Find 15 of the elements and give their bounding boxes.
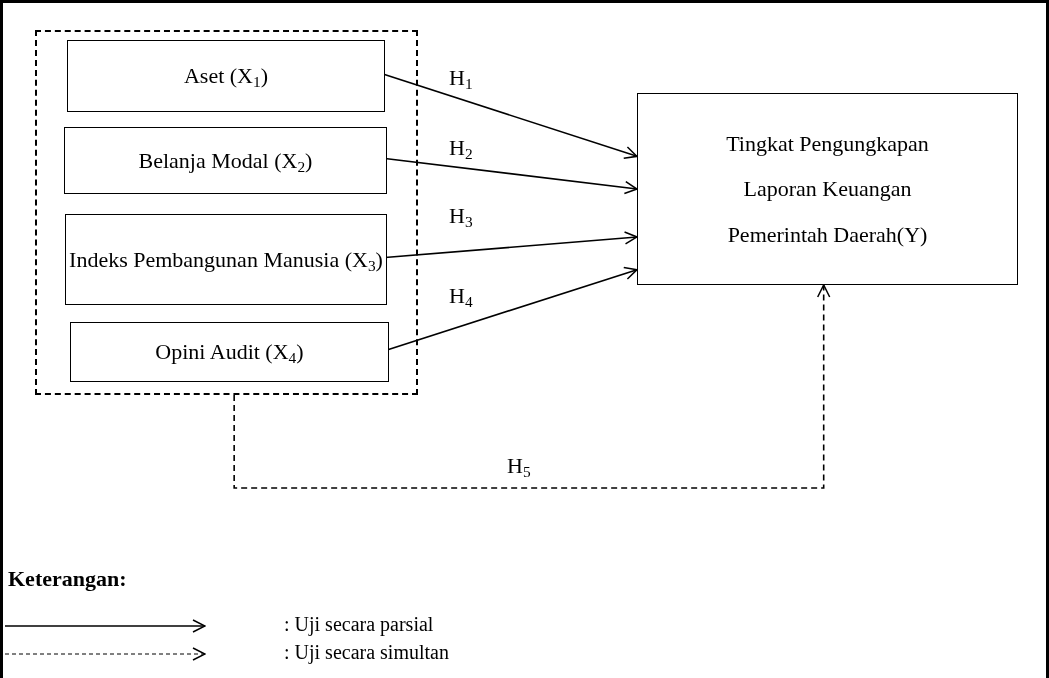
node-text: Tingkat Pengungkapan Laporan Keuangan Pemerintah Daerah(Y) bbox=[725, 130, 930, 249]
variable-box bbox=[70, 322, 389, 382]
variable-box bbox=[64, 127, 387, 194]
legend-heading: Keterangan: bbox=[8, 566, 127, 592]
node-text: Aset (X$_{1}$) bbox=[183, 62, 269, 91]
node-text: Indeks Pembangunan Manusia (X$_{3}$) bbox=[69, 245, 383, 275]
variable-box bbox=[637, 93, 1018, 285]
arrow bbox=[233, 284, 831, 489]
node-text: Opini Audit (X$_{4}$) bbox=[155, 338, 304, 367]
variable-box bbox=[65, 214, 387, 305]
dashed-group-box bbox=[35, 30, 418, 395]
legend-text: : Uji secara simultan bbox=[284, 641, 449, 664]
node-text: Belanja Modal (X$_{2}$) bbox=[138, 146, 313, 176]
variable-box bbox=[67, 40, 385, 112]
legend-text: : Uji secara parsial bbox=[284, 613, 434, 636]
